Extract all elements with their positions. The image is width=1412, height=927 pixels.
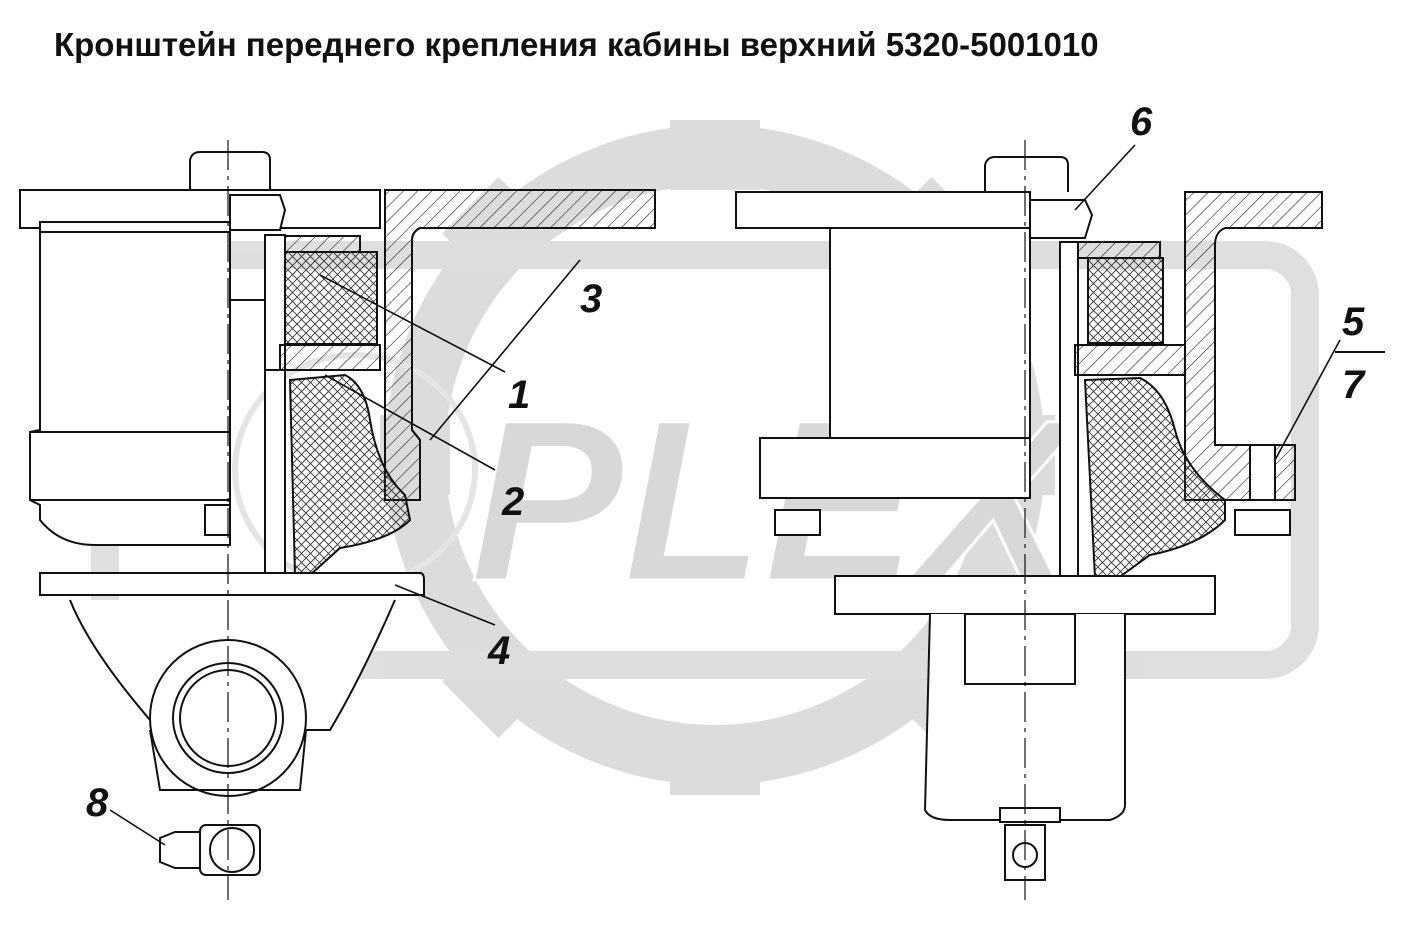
callout-1: 1 [508,373,530,417]
right-bolt-head [984,156,1069,192]
callout-5: 5 [1342,300,1365,344]
right-nut-6 [1029,199,1094,239]
cushion-right-lower [1083,376,1226,579]
callout-7: 7 [1342,363,1366,407]
right-top-plate [735,191,1031,229]
cushion-right-upper [1087,257,1164,344]
left-bolt-head [189,151,271,190]
callout-6: 6 [1130,100,1153,144]
bracket-4 [39,572,425,596]
grease-fitting-8 [159,831,201,869]
right-bracket [1184,191,1323,501]
callout-8: 8 [86,781,109,825]
callout-2: 2 [501,480,524,524]
left-top-plate [19,189,381,229]
page-title: Кронштейн переднего крепления кабины вер… [54,26,1099,63]
right-view [735,140,1323,900]
left-nut [229,194,287,231]
callout-4: 4 [487,629,510,673]
cushion-1 [281,251,378,345]
callout-3: 3 [580,277,602,321]
left-cylinder [29,227,231,546]
left-view [19,140,656,900]
cushion-lower [288,373,412,576]
right-bar [759,437,1031,499]
leader-lines [109,144,1385,846]
